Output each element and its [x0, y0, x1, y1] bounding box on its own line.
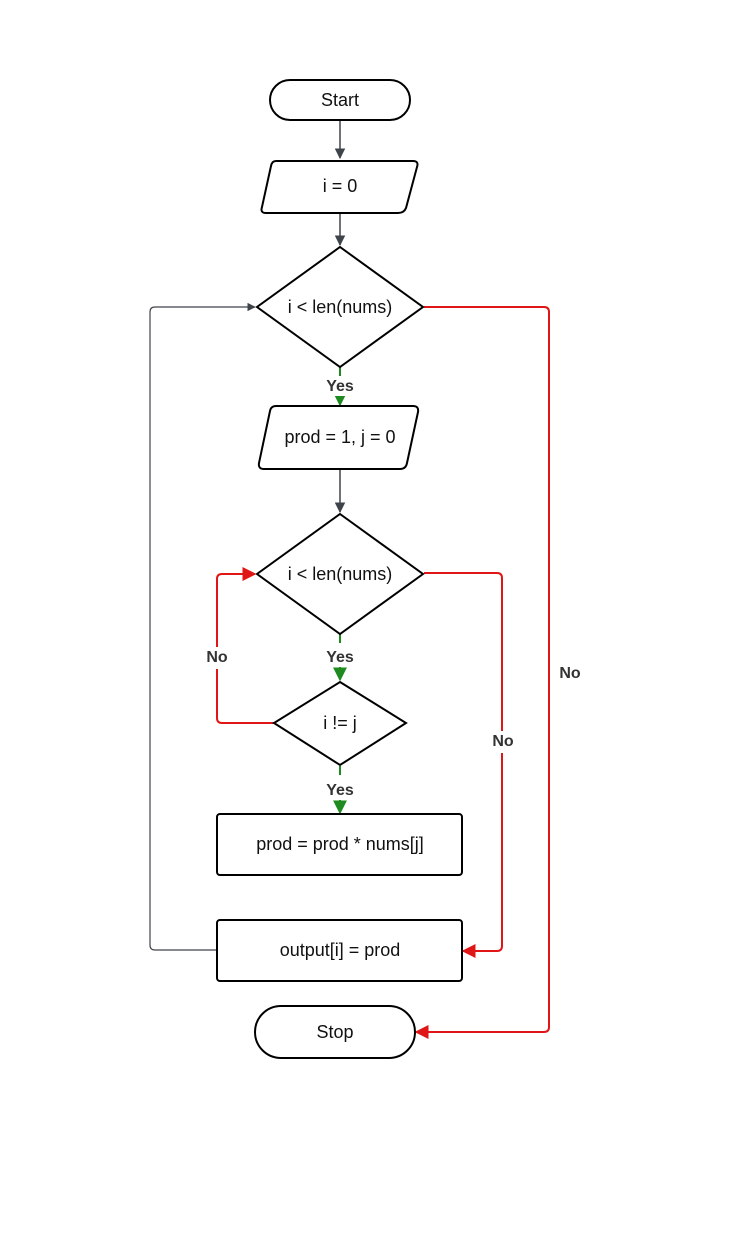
init-prod-label: prod = 1, j = 0 [284, 427, 395, 447]
inner-no-label: No [492, 733, 514, 750]
stop-node: Stop [254, 1005, 416, 1059]
neq-yes-label: Yes [326, 782, 354, 799]
edge-inner-cond-no [424, 572, 503, 958]
assign-output-node: output[i] = prod [216, 919, 463, 982]
init-prod-node: prod = 1, j = 0 [257, 405, 420, 470]
multiply-label: prod = prod * nums[j] [256, 834, 424, 854]
outer-no-label: No [559, 665, 581, 682]
stop-label: Stop [316, 1022, 353, 1042]
start-node: Start [269, 79, 411, 121]
init-i-label: i = 0 [323, 176, 358, 196]
inner-condition-label: i < len(nums) [288, 564, 393, 584]
edge-outer-cond-no [414, 306, 550, 1039]
neq-condition-label: i != j [323, 713, 357, 733]
neq-no-label: No [206, 649, 228, 666]
outer-condition-label: i < len(nums) [288, 297, 393, 317]
inner-condition-node: i < len(nums) [255, 512, 425, 636]
outer-condition-node: i < len(nums) [255, 245, 425, 369]
init-i-node: i = 0 [260, 160, 419, 214]
inner-yes-label: Yes [326, 649, 354, 666]
start-label: Start [321, 90, 359, 110]
multiply-node: prod = prod * nums[j] [216, 813, 463, 876]
assign-output-label: output[i] = prod [280, 940, 401, 960]
outer-yes-label: Yes [326, 378, 354, 395]
edge-output-loop-back [149, 302, 256, 951]
neq-condition-node: i != j [272, 680, 408, 767]
